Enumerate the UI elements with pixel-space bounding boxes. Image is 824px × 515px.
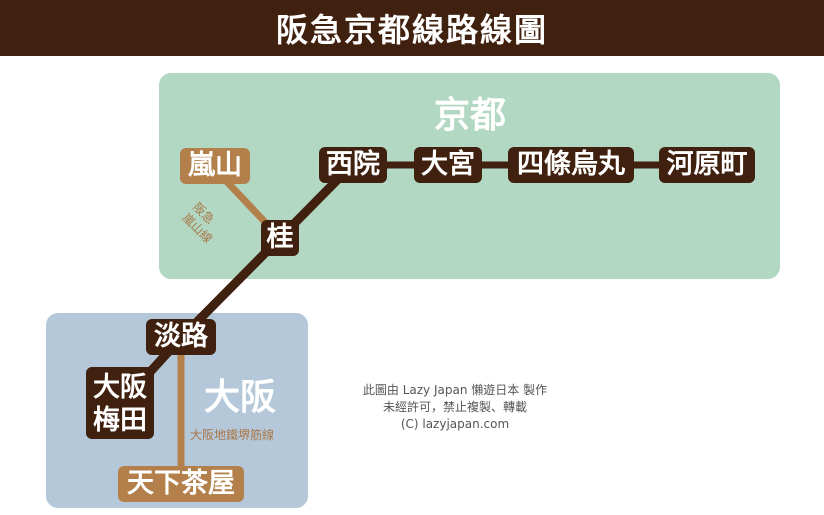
kyoto-region-label: 京都: [434, 95, 507, 136]
header-bar: 阪急京都線路線圖: [0, 0, 824, 56]
station-saiin: 西院: [319, 147, 387, 183]
credits-line-2: 未經許可，禁止複製、轉載: [382, 400, 527, 414]
station-umeda-line1: 大阪: [93, 372, 147, 403]
station-katsura: 桂: [261, 220, 299, 256]
credits-line-3: (C) lazyjapan.com: [400, 417, 510, 431]
station-kawaramachi: 河原町: [659, 147, 755, 183]
page-title: 阪急京都線路線圖: [275, 11, 548, 49]
station-umeda-line2: 梅田: [93, 405, 147, 436]
station-umeda: 大阪 梅田: [86, 367, 154, 439]
station-arashiyama: 嵐山: [180, 148, 250, 184]
station-tenjinbashisuji: 天下茶屋: [118, 466, 244, 502]
osaka-region-label: 大阪: [204, 377, 277, 418]
station-awaji: 淡路: [146, 319, 216, 355]
station-shijo-karasuma: 四條烏丸: [508, 147, 634, 183]
credits: 此圖由 Lazy Japan 懶遊日本 製作 未經許可，禁止複製、轉載 (C) …: [355, 382, 555, 433]
sakaisuji-line-label: 大阪地鐵堺筋線: [190, 428, 275, 442]
station-omiya: 大宮: [414, 147, 482, 183]
credits-line-1: 此圖由 Lazy Japan 懶遊日本 製作: [362, 383, 548, 397]
